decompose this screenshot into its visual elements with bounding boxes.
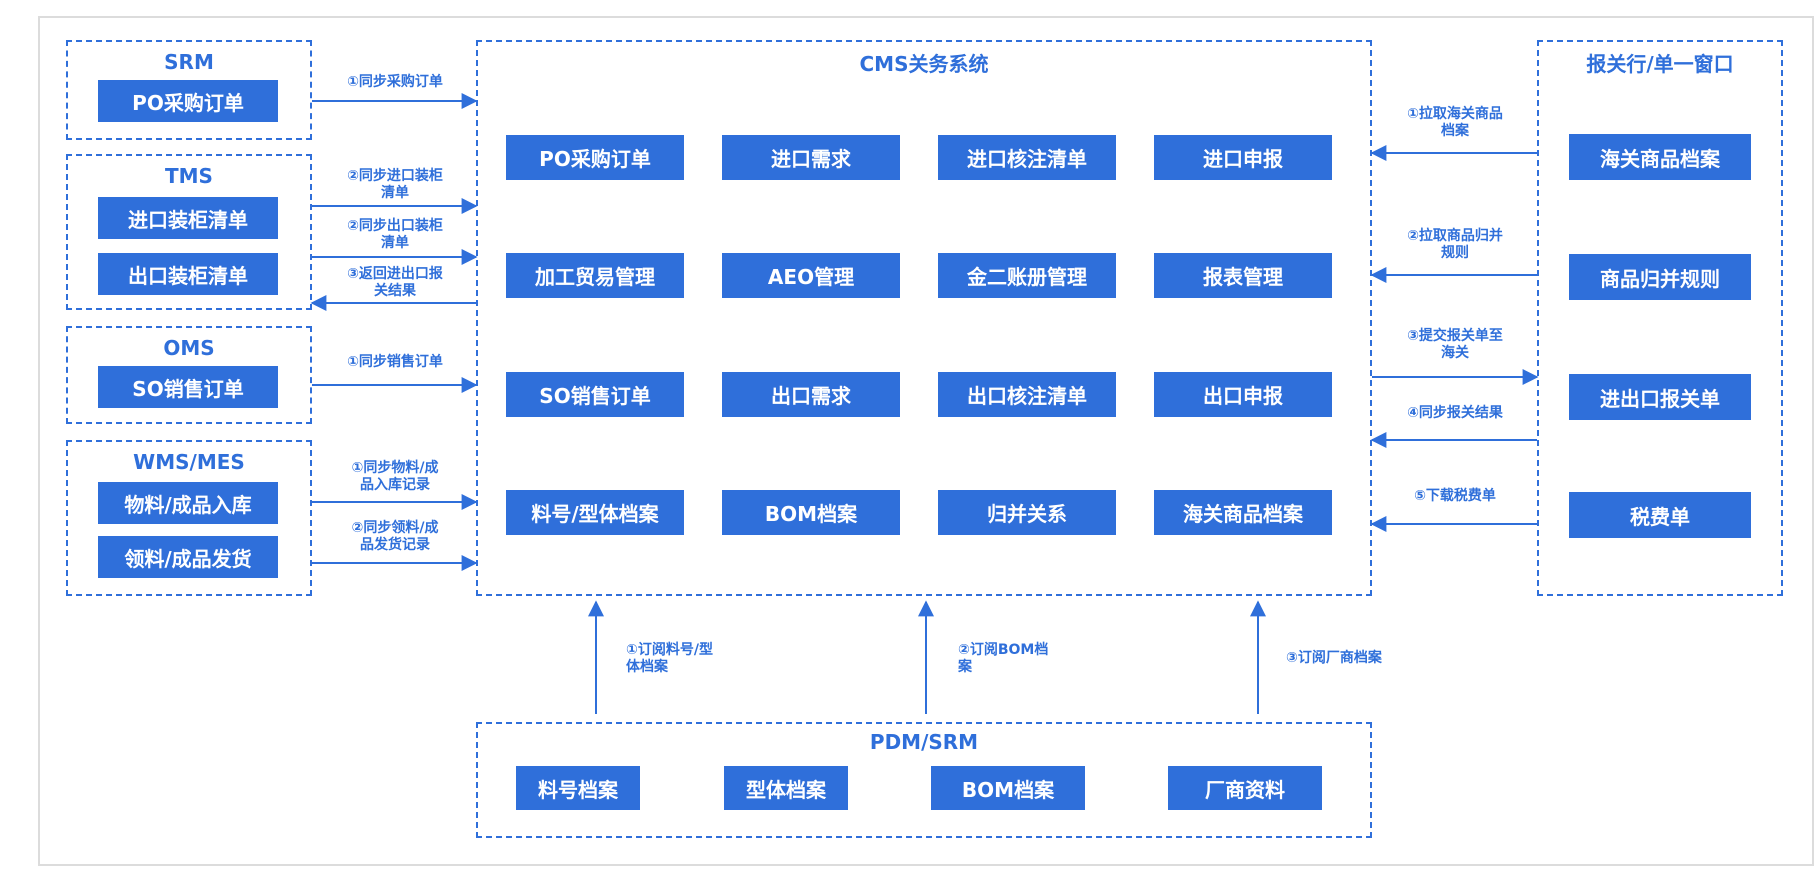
pdm-item-archive-box[interactable]: 料号档案 [516, 766, 640, 810]
cms-module-r2-c1[interactable]: 加工贸易管理 [506, 253, 684, 298]
pdm-srm-group: PDM/SRM [476, 722, 1372, 838]
flow-label-pull-merge-rule: ②拉取商品归并 规则 [1407, 228, 1503, 261]
cms-module-r4-c3[interactable]: 归并关系 [938, 490, 1116, 535]
flow-label-wms-inbound: ①同步物料/成 品入库记录 [351, 460, 439, 493]
flow-label-tms-result: ③返回进出口报 关结果 [347, 266, 443, 299]
pdm-vendor-info-box[interactable]: 厂商资料 [1168, 766, 1322, 810]
customs-tax-bill-box[interactable]: 税费单 [1569, 492, 1751, 538]
cms-module-r1-c1[interactable]: PO采购订单 [506, 135, 684, 180]
srm-group: SRM [66, 40, 312, 140]
srm-title: SRM [164, 50, 214, 74]
flow-label-download-tax: ⑤下载税费单 [1414, 488, 1496, 504]
customs-declaration-box[interactable]: 进出口报关单 [1569, 374, 1751, 420]
cms-module-r2-c4[interactable]: 报表管理 [1154, 253, 1332, 298]
wms-mes-title: WMS/MES [133, 450, 245, 474]
cms-module-r1-c2[interactable]: 进口需求 [722, 135, 900, 180]
flow-label-tms-export: ②同步出口装柜 清单 [347, 218, 443, 251]
tms-export-container-box[interactable]: 出口装柜清单 [98, 253, 278, 295]
oms-so-order-box[interactable]: SO销售订单 [98, 366, 278, 408]
tms-group: TMS [66, 154, 312, 310]
cms-module-r4-c4[interactable]: 海关商品档案 [1154, 490, 1332, 535]
wms-outbound-box[interactable]: 领料/成品发货 [98, 536, 278, 578]
cms-module-r4-c2[interactable]: BOM档案 [722, 490, 900, 535]
flow-label-pull-hs-archive: ①拉取海关商品 档案 [1407, 106, 1503, 139]
pdm-srm-title: PDM/SRM [869, 730, 979, 754]
flow-label-subscribe-vendor: ③订阅厂商档案 [1286, 650, 1382, 666]
flow-label-submit-declaration: ③提交报关单至 海关 [1407, 328, 1503, 361]
tms-title: TMS [165, 164, 213, 188]
cms-group: CMS关务系统 [476, 40, 1372, 596]
customs-title: 报关行/单一窗口 [1586, 52, 1734, 76]
flow-label-tms-import: ②同步进口装柜 清单 [347, 168, 443, 201]
cms-module-r1-c3[interactable]: 进口核注清单 [938, 135, 1116, 180]
flow-label-subscribe-item: ①订阅料号/型 体档案 [626, 642, 713, 675]
srm-po-order-box[interactable]: PO采购订单 [98, 80, 278, 122]
flow-label-oms-so: ①同步销售订单 [347, 354, 443, 370]
oms-title: OMS [163, 336, 215, 360]
flow-label-subscribe-bom: ②订阅BOM档 案 [958, 642, 1049, 675]
cms-module-r2-c3[interactable]: 金二账册管理 [938, 253, 1116, 298]
wms-inbound-box[interactable]: 物料/成品入库 [98, 482, 278, 524]
customs-merge-rule-box[interactable]: 商品归并规则 [1569, 254, 1751, 300]
flow-label-srm-po: ①同步采购订单 [347, 74, 443, 90]
cms-module-r3-c4[interactable]: 出口申报 [1154, 372, 1332, 417]
diagram-frame [38, 16, 1814, 866]
wms-mes-group: WMS/MES [66, 440, 312, 596]
cms-module-r3-c1[interactable]: SO销售订单 [506, 372, 684, 417]
cms-title: CMS关务系统 [859, 52, 989, 76]
tms-import-container-box[interactable]: 进口装柜清单 [98, 197, 278, 239]
customs-group: 报关行/单一窗口 [1537, 40, 1783, 596]
flow-label-wms-outbound: ②同步领料/成 品发货记录 [351, 520, 439, 553]
pdm-bom-archive-box[interactable]: BOM档案 [931, 766, 1085, 810]
cms-module-r4-c1[interactable]: 料号/型体档案 [506, 490, 684, 535]
pdm-model-archive-box[interactable]: 型体档案 [724, 766, 848, 810]
cms-module-r3-c2[interactable]: 出口需求 [722, 372, 900, 417]
cms-module-r2-c2[interactable]: AEO管理 [722, 253, 900, 298]
cms-module-r1-c4[interactable]: 进口申报 [1154, 135, 1332, 180]
oms-group: OMS [66, 326, 312, 424]
cms-module-r3-c3[interactable]: 出口核注清单 [938, 372, 1116, 417]
customs-hs-archive-box[interactable]: 海关商品档案 [1569, 134, 1751, 180]
flow-label-sync-result: ④同步报关结果 [1407, 405, 1503, 421]
